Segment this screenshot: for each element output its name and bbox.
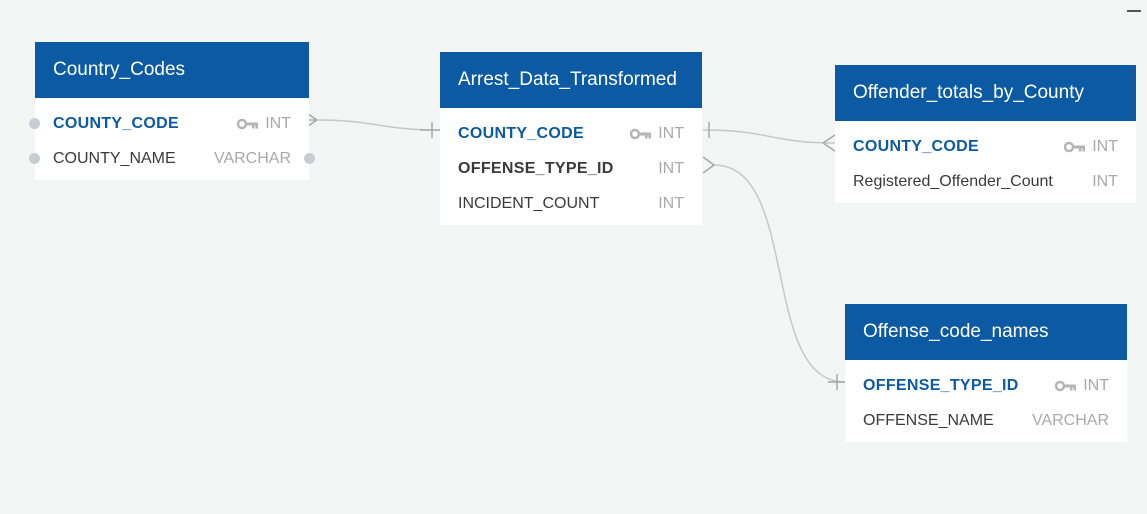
column-type: INT bbox=[630, 125, 684, 143]
column-name: OFFENSE_NAME bbox=[863, 411, 994, 429]
relation-line-offense-type-id bbox=[713, 164, 846, 383]
table-country-codes[interactable]: Country_Codes COUNTY_CODE INT COUNTY_NAM… bbox=[29, 42, 315, 180]
column-row[interactable]: COUNTY_NAME VARCHAR bbox=[29, 141, 315, 176]
column-type: INT bbox=[658, 159, 684, 177]
crowfoot-many-icon bbox=[702, 156, 715, 174]
table-header[interactable]: Offense_code_names bbox=[845, 304, 1127, 360]
column-type-label: INT bbox=[1092, 137, 1118, 155]
table-arrest-data-transformed[interactable]: Arrest_Data_Transformed COUNTY_CODE INT … bbox=[440, 52, 702, 225]
connector-dot[interactable] bbox=[304, 153, 315, 164]
column-name: COUNTY_CODE bbox=[53, 114, 179, 132]
column-type-label: INT bbox=[658, 124, 684, 142]
column-row[interactable]: COUNTY_CODE INT bbox=[440, 116, 702, 151]
column-row[interactable]: OFFENSE_NAME VARCHAR bbox=[845, 403, 1127, 438]
column-row[interactable]: OFFENSE_TYPE_ID INT bbox=[845, 368, 1127, 403]
column-row[interactable]: COUNTY_CODE INT bbox=[835, 129, 1136, 164]
column-type: INT bbox=[1055, 377, 1109, 395]
column-type: INT bbox=[1092, 172, 1118, 190]
column-name: COUNTY_CODE bbox=[458, 124, 584, 142]
one-marker-icon bbox=[828, 374, 845, 390]
column-type-label: INT bbox=[1083, 376, 1109, 394]
table-offender-totals-by-county[interactable]: Offender_totals_by_County COUNTY_CODE IN… bbox=[835, 65, 1136, 203]
column-type: INT bbox=[1064, 138, 1118, 156]
table-header[interactable]: Arrest_Data_Transformed bbox=[440, 52, 702, 108]
column-name: COUNTY_CODE bbox=[853, 137, 979, 155]
column-row[interactable]: Registered_Offender_Count INT bbox=[835, 164, 1136, 199]
relation-line-county-code-1 bbox=[316, 119, 441, 131]
table-title: Country_Codes bbox=[53, 59, 186, 80]
one-marker-icon bbox=[420, 122, 440, 138]
column-name: OFFENSE_TYPE_ID bbox=[458, 159, 614, 177]
minimize-icon[interactable] bbox=[1127, 10, 1141, 12]
table-title: Offense_code_names bbox=[863, 321, 1049, 342]
column-row[interactable]: COUNTY_CODE INT bbox=[29, 106, 309, 141]
column-row[interactable]: INCIDENT_COUNT INT bbox=[440, 186, 702, 221]
table-title: Arrest_Data_Transformed bbox=[458, 69, 677, 90]
key-icon bbox=[1064, 141, 1086, 152]
column-type: INT bbox=[237, 115, 291, 133]
column-name: OFFENSE_TYPE_ID bbox=[863, 376, 1019, 394]
crowfoot-many-icon bbox=[822, 134, 836, 152]
relation-line-county-code-2 bbox=[702, 129, 836, 144]
table-header[interactable]: Country_Codes bbox=[35, 42, 309, 98]
table-offense-code-names[interactable]: Offense_code_names OFFENSE_TYPE_ID INT O… bbox=[845, 304, 1127, 442]
column-name: Registered_Offender_Count bbox=[853, 172, 1053, 190]
connector-dot[interactable] bbox=[29, 153, 40, 164]
column-name: COUNTY_NAME bbox=[53, 149, 176, 167]
column-type: VARCHAR bbox=[1031, 411, 1109, 429]
key-icon bbox=[237, 118, 259, 129]
column-name: INCIDENT_COUNT bbox=[458, 194, 600, 212]
key-icon bbox=[1055, 380, 1077, 391]
key-icon bbox=[630, 128, 652, 139]
table-title: Offender_totals_by_County bbox=[853, 82, 1084, 103]
connector-dot[interactable] bbox=[29, 118, 40, 129]
column-type: VARCHAR bbox=[213, 149, 291, 167]
column-type: INT bbox=[658, 194, 684, 212]
table-header[interactable]: Offender_totals_by_County bbox=[835, 65, 1136, 121]
column-row[interactable]: OFFENSE_TYPE_ID INT bbox=[440, 151, 702, 186]
column-type-label: INT bbox=[265, 114, 291, 132]
